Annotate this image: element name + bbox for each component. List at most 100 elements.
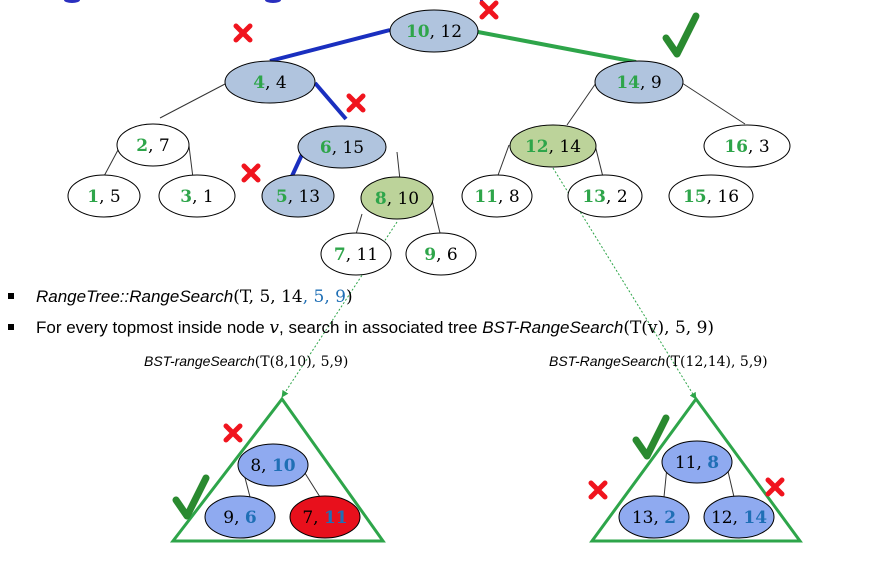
assoc-key-y: 6: [245, 508, 257, 528]
cross-icon: [765, 477, 785, 497]
node-key-y: , 9: [640, 73, 662, 93]
node-key-x: 5: [276, 187, 288, 207]
node-ellipse: [116, 123, 190, 167]
edge-10-4: [269, 28, 391, 63]
edge-4-6: [313, 81, 348, 121]
assoc-caption-right: BST-RangeSearch(T(12,14), 5,9): [549, 353, 768, 370]
bullet2-args: (T(v), 5, 9): [623, 318, 715, 338]
node-key-x: 7: [334, 245, 346, 265]
node-label: 4, 4: [253, 73, 286, 93]
assoc-key-x: 7,: [302, 508, 324, 528]
assoc-node-right: 12, 14: [703, 495, 775, 539]
caption-right-fn: BST-RangeSearch: [549, 353, 666, 369]
assoc-key-y: 8: [707, 453, 719, 473]
node-label: 5, 13: [276, 187, 320, 207]
node-ellipse: [668, 174, 754, 218]
assoc-caption-left: BST-rangeSearch(T(8,10), 5,9): [144, 353, 348, 370]
bullet2-var: v: [269, 318, 280, 338]
node-key-y: , 11: [346, 245, 378, 265]
edge-12-11: [496, 144, 510, 179]
node-key-y: , 14: [549, 137, 581, 157]
node-ellipse: [320, 232, 392, 276]
assoc-key-x: 13,: [632, 508, 664, 528]
assoc-tree-triangle: [169, 396, 386, 543]
caption-left-fn: BST-rangeSearch: [144, 353, 255, 369]
node-key-y: , 16: [707, 187, 739, 207]
tree-node: 16, 3: [703, 124, 791, 168]
node-key-x: 15: [683, 187, 707, 207]
associated-tree: 8, 10 9, 6 7, 11: [169, 396, 386, 543]
tree-node: 7, 11: [320, 232, 392, 276]
title-remnant: [64, 0, 483, 3]
node-label: 8, 10: [375, 189, 419, 209]
node-key-y: , 3: [748, 137, 770, 157]
node-key-x: 10: [406, 22, 430, 42]
node-label: 3, 1: [180, 187, 213, 207]
node-key-y: , 7: [148, 136, 170, 156]
bullet-square-icon: [8, 292, 14, 299]
bullet-square-icon: [8, 323, 14, 330]
node-label: 14, 9: [616, 73, 661, 93]
assoc-node-ellipse: [204, 495, 276, 539]
tree-node: 2, 7: [116, 123, 190, 167]
cross-icon: [588, 480, 608, 500]
node-key-y: , 4: [265, 73, 287, 93]
bullet2-fn: BST-RangeSearch: [482, 318, 624, 337]
edge-2-3: [188, 145, 194, 179]
tree-node: 13, 2: [567, 174, 643, 218]
node-key-x: 11: [474, 187, 498, 207]
tree-marks: [233, 0, 700, 183]
cross-icon: [346, 93, 366, 113]
node-ellipse: [567, 174, 643, 218]
node-label: 13, 2: [582, 187, 627, 207]
node-label: 10, 12: [406, 22, 462, 42]
edge-12-13: [594, 144, 604, 178]
cross-icon: [241, 163, 261, 183]
check-icon: [662, 12, 700, 58]
assoc-node-label: 13, 2: [632, 508, 676, 528]
node-ellipse: [297, 125, 387, 169]
cross-icon: [233, 23, 253, 43]
assoc-node-label: 7, 11: [302, 508, 347, 528]
assoc-key-y: 14: [743, 508, 767, 528]
node-label: 15, 16: [683, 187, 739, 207]
check-icon: [632, 414, 670, 460]
node-ellipse: [360, 176, 434, 220]
assoc-key-y: 10: [272, 456, 296, 476]
assoc-node-left: 13, 2: [618, 495, 690, 539]
edge-14-16: [681, 82, 746, 125]
tree-node: 15, 16: [668, 174, 754, 218]
cross-icon: [223, 423, 243, 443]
caption-left-args: (T(8,10), 5,9): [254, 354, 349, 370]
tree-node: 11, 8: [461, 174, 533, 218]
tree-edges: [102, 82, 746, 242]
node-ellipse: [509, 124, 597, 168]
assoc-node-label: 8, 10: [250, 456, 295, 476]
node-ellipse: [594, 60, 684, 104]
tree-nodes: 10, 12 4, 4 14, 9 2, 7 6, 15 12, 14 16, 3 1, 5 3…: [67, 9, 791, 276]
assoc-node-right: 7, 11: [289, 495, 361, 539]
search-path-edges: [269, 28, 637, 177]
tree-node: 5, 13: [261, 174, 335, 218]
check-icon: [172, 474, 210, 520]
range-search-close: ): [346, 287, 353, 307]
node-label: 16, 3: [724, 137, 769, 157]
assoc-edge: [302, 469, 321, 498]
assoc-key-x: 9,: [223, 508, 245, 528]
assoc-tree-triangle: [589, 396, 803, 543]
assoc-key-x: 12,: [711, 508, 743, 528]
node-key-x: 16: [724, 137, 748, 157]
assoc-node-ellipse: [661, 440, 733, 484]
assoc-node-label: 12, 14: [711, 508, 767, 528]
tree-node: 1, 5: [67, 174, 141, 218]
range-search-args-y: , 5, 9: [302, 287, 346, 307]
node-key-y: , 5: [99, 187, 121, 207]
node-key-y: , 1: [192, 187, 214, 207]
assoc-node-root: 8, 10: [237, 443, 309, 487]
node-label: 12, 14: [525, 137, 581, 157]
cross-icon: [479, 0, 499, 20]
node-label: 6, 15: [320, 138, 364, 158]
edge-2-1: [102, 149, 119, 179]
